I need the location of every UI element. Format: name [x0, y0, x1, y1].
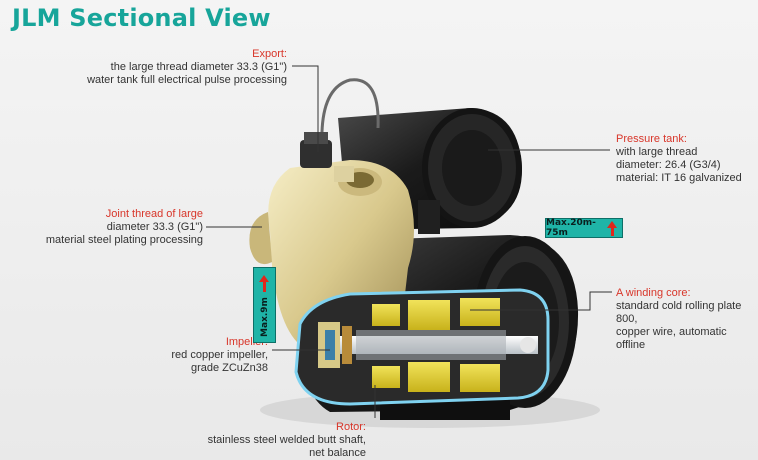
- callout-export-line: water tank full electrical pulse process…: [72, 74, 287, 87]
- callout-winding-core-line: copper wire, automatic offline: [616, 326, 756, 352]
- callout-rotor: Rotor: stainless steel welded butt shaft…: [170, 421, 366, 460]
- suction-arrow-stem: [263, 282, 266, 292]
- callout-impeller-line: red copper impeller,: [130, 349, 268, 362]
- callout-impeller-head: Impeller:: [130, 336, 268, 349]
- callout-impeller: Impeller: red copper impeller, grade ZCu…: [130, 336, 268, 375]
- cutaway-section: [296, 290, 548, 404]
- callout-impeller-line: grade ZCuZn38: [130, 362, 268, 375]
- callout-joint-thread: Joint thread of large diameter 33.3 (G1"…: [30, 208, 203, 247]
- callout-pressure-tank: Pressure tank: with large thread diamete…: [616, 133, 756, 185]
- callout-winding-core: A winding core: standard cold rolling pl…: [616, 287, 756, 352]
- head-height-arrow-stem: [611, 228, 614, 236]
- callout-winding-core-head: A winding core:: [616, 287, 756, 300]
- callout-pressure-tank-line: diameter: 26.4 (G3/4): [616, 159, 756, 172]
- head-height-arrow-icon: [607, 221, 617, 228]
- callout-winding-core-line: standard cold rolling plate 800,: [616, 300, 756, 326]
- callout-export-line: the large thread diameter 33.3 (G1"): [72, 61, 287, 74]
- callout-pressure-tank-head: Pressure tank:: [616, 133, 756, 146]
- callout-pressure-tank-line: material: IT 16 galvanized: [616, 172, 756, 185]
- callout-export: Export: the large thread diameter 33.3 (…: [72, 48, 287, 87]
- callout-pressure-tank-line: with large thread: [616, 146, 756, 159]
- callout-rotor-line: stainless steel welded butt shaft,: [170, 434, 366, 447]
- callout-export-head: Export:: [72, 48, 287, 61]
- callout-rotor-line: net balance: [170, 447, 366, 460]
- callout-rotor-head: Rotor:: [170, 421, 366, 434]
- head-height-label: Max.20m-75m: [546, 218, 608, 238]
- callout-joint-thread-head: Joint thread of large: [30, 208, 203, 221]
- suction-arrow-icon: [259, 275, 269, 282]
- suction-depth-label: Max.9m: [260, 297, 270, 337]
- callout-joint-thread-line: material steel plating processing: [30, 234, 203, 247]
- callout-joint-thread-line: diameter 33.3 (G1"): [30, 221, 203, 234]
